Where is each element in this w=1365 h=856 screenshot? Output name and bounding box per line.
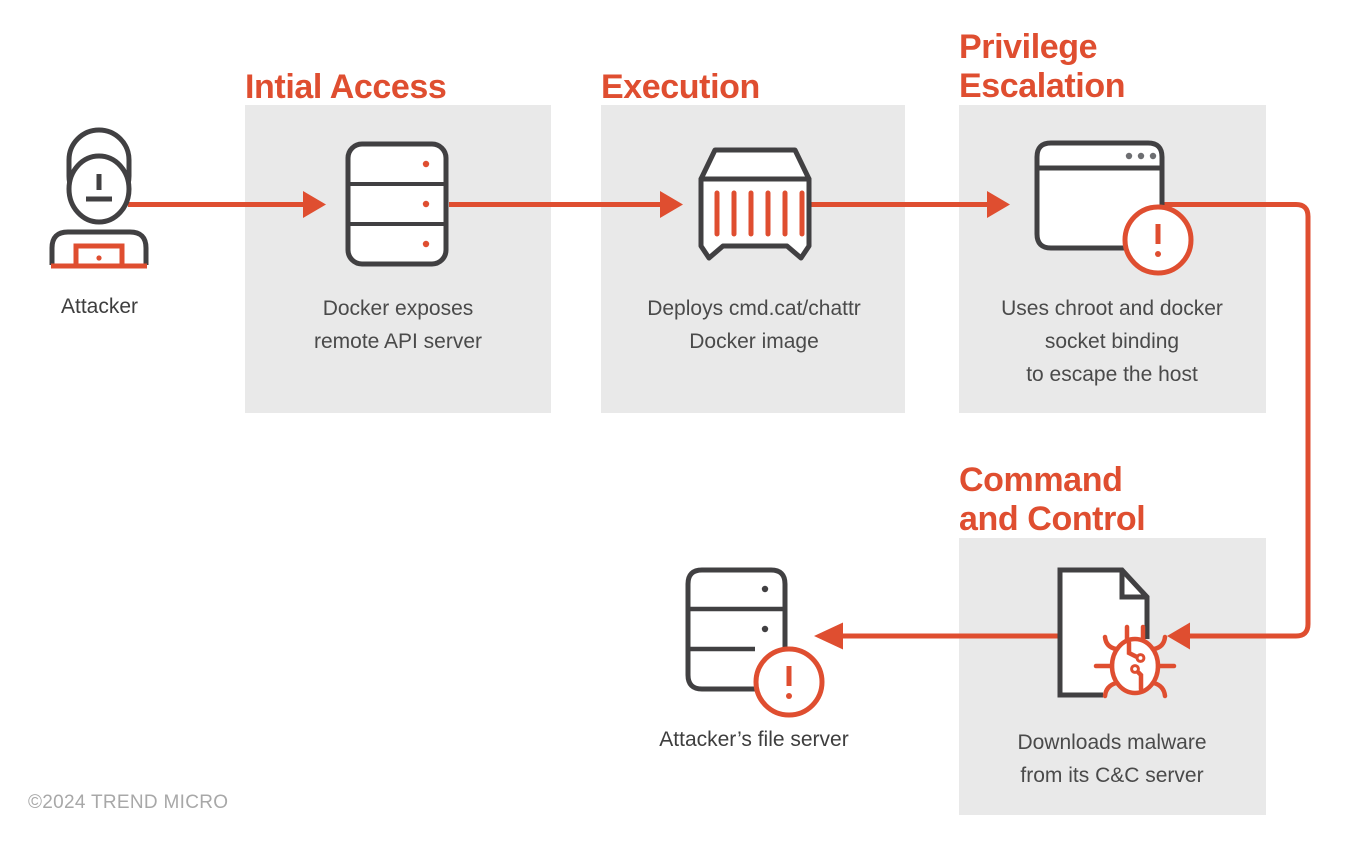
stage-title-initial-access: Intial Access bbox=[245, 68, 447, 106]
caption-execution: Deploys cmd.cat/chattr Docker image bbox=[647, 297, 861, 353]
copyright-notice: ©2024 TREND MICRO bbox=[28, 792, 229, 813]
server-rack-icon bbox=[345, 141, 449, 267]
stage-title-execution: Execution bbox=[601, 68, 760, 106]
stage-title-privilege-escalation: Privilege Escalation bbox=[959, 28, 1126, 105]
caption-privilege-escalation: Uses chroot and docker socket binding to… bbox=[1001, 297, 1223, 386]
attacker-person-laptop-icon bbox=[49, 127, 149, 269]
server-rack-alert-icon bbox=[685, 567, 825, 718]
caption-initial-access: Docker exposes remote API server bbox=[313, 297, 483, 353]
caption-command-and-control: Downloads malware from its C&C server bbox=[1017, 731, 1207, 787]
attacker-label: Attacker bbox=[60, 295, 139, 318]
stage-title-command-and-control: Command and Control bbox=[959, 461, 1146, 538]
browser-window-alert-icon bbox=[1034, 140, 1194, 276]
attackers-file-server-label: Attacker’s file server bbox=[659, 728, 849, 751]
shipping-container-icon bbox=[698, 147, 812, 261]
document-bug-icon bbox=[1057, 567, 1177, 699]
